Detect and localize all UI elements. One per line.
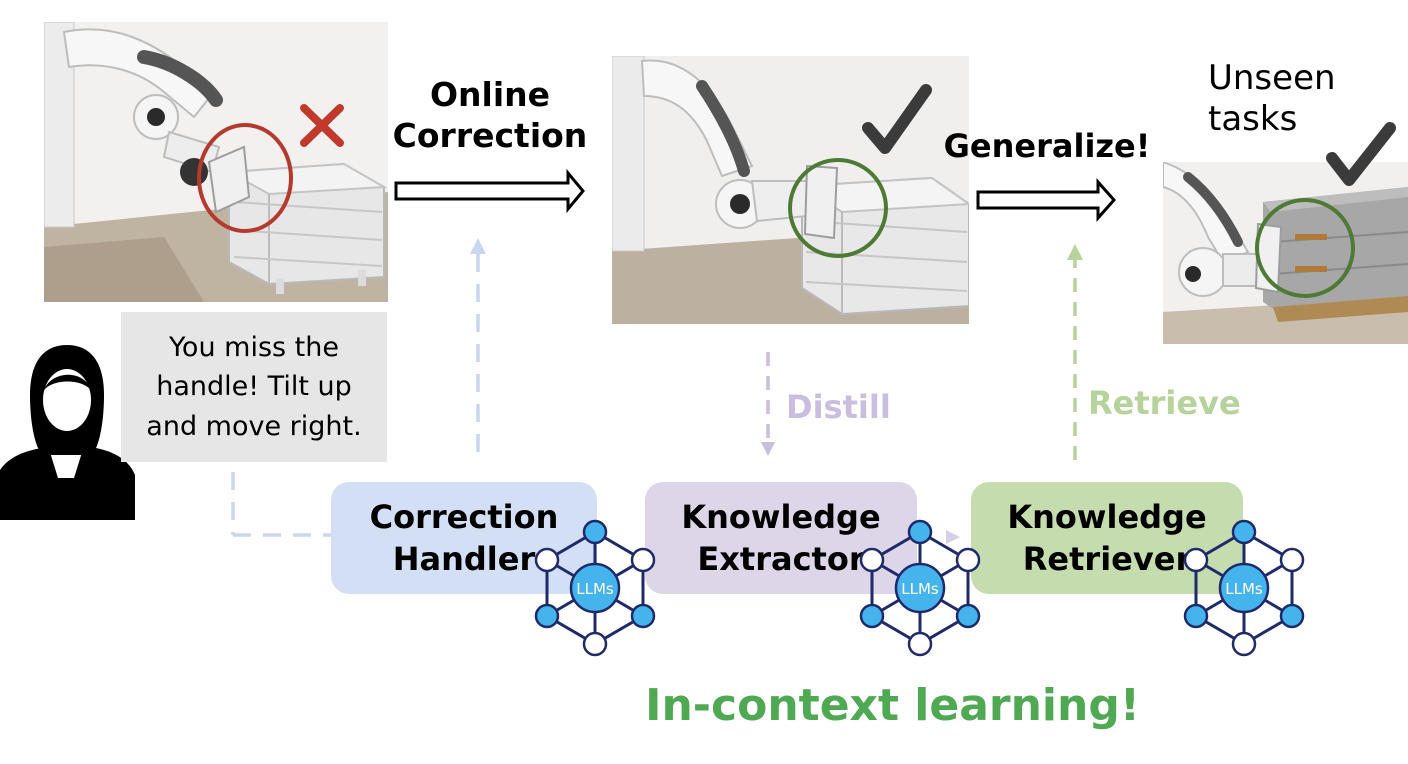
photo-failed-attempt	[44, 22, 388, 302]
speech-line2: handle! Tilt up	[156, 371, 352, 403]
correction-handler-line2: Handler	[392, 540, 536, 578]
knowledge-extractor-line1: Knowledge	[681, 497, 881, 536]
cross-icon	[300, 104, 344, 147]
retrieve-label: Retrieve	[1088, 384, 1241, 422]
distill-label: Distill	[786, 388, 891, 426]
unseen-line1: Unseen	[1208, 58, 1336, 98]
online-correction-label: Online Correction	[390, 74, 590, 157]
in-context-learning-caption: In-context learning!	[645, 680, 1140, 731]
correct-grasp-circle	[788, 158, 888, 258]
knowledge-extractor-box: Knowledge Extractor	[645, 482, 917, 594]
knowledge-retriever-line2: Retriever	[1022, 540, 1192, 578]
photo-corrected-attempt	[612, 56, 969, 324]
check-icon	[862, 84, 932, 154]
speech-line3: and move right.	[146, 410, 362, 442]
knowledge-extractor-line2: Extractor	[697, 540, 865, 578]
miss-highlight-circle	[197, 123, 293, 233]
correction-handler-line1: Correction	[369, 497, 559, 536]
human-feedback-bubble: You miss the handle! Tilt up and move ri…	[121, 312, 387, 462]
unseen-grasp-circle	[1255, 198, 1355, 298]
generalize-label: Generalize!	[942, 126, 1152, 166]
extractor-to-retriever-arrow	[946, 530, 960, 544]
knowledge-retriever-line1: Knowledge	[1007, 497, 1207, 536]
knowledge-retriever-box: Knowledge Retriever	[971, 482, 1243, 594]
correction-handler-box: Correction Handler	[331, 482, 597, 594]
person-icon	[0, 345, 135, 520]
check-icon-unseen	[1326, 122, 1396, 186]
generalize-text: Generalize!	[943, 127, 1151, 165]
online-correction-line2: Correction	[392, 116, 588, 156]
online-correction-arrow	[394, 168, 585, 214]
unseen-tasks-label: Unseen tasks	[1208, 58, 1336, 140]
speech-line1: You miss the	[169, 332, 339, 364]
photo-unseen-task	[1163, 162, 1408, 344]
generalize-arrow	[976, 178, 1117, 222]
unseen-line2: tasks	[1208, 98, 1298, 139]
online-correction-line1: Online	[429, 75, 551, 114]
